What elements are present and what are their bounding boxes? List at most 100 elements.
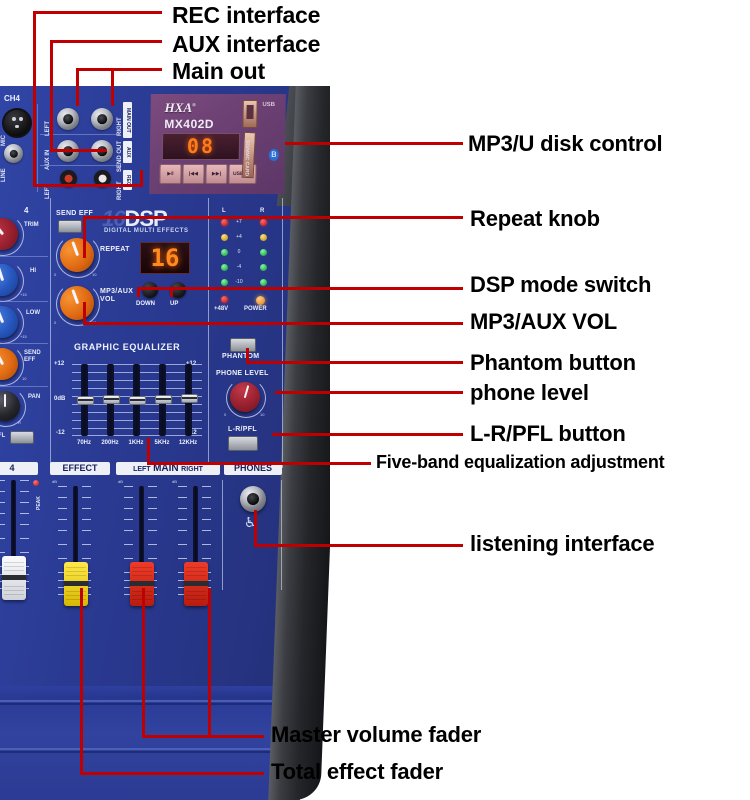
mic-label: MIC xyxy=(1,135,7,146)
eq-band-label-70hz: 70Hz xyxy=(76,440,91,446)
leader-repeat-h xyxy=(83,216,463,219)
eq-band-label-200hz: 200Hz xyxy=(101,440,119,446)
leader-dsp-v2 xyxy=(170,287,173,297)
pfl-button[interactable] xyxy=(10,431,34,444)
leader-phantom-v xyxy=(246,348,249,362)
fader-bank: 4 PEAK EFFECT dB xyxy=(0,462,290,692)
led-level-meter: L R +7 +4 0 -4 -10 +48V POWER xyxy=(214,208,267,312)
led-left-0 xyxy=(221,249,228,256)
peak-label: PEAK xyxy=(36,496,42,510)
sd-card-label: SD/MMC CARD xyxy=(243,140,251,177)
fader-head-phones: PHONES xyxy=(224,462,282,475)
low-max-tick: +15 xyxy=(20,334,27,339)
leader-eq-v xyxy=(147,438,150,464)
power-led-label: POWER xyxy=(244,306,267,312)
console-front-lip xyxy=(0,686,300,800)
lr-pfl-button[interactable] xyxy=(228,436,258,451)
send-eff-switch[interactable] xyxy=(58,220,82,233)
usb-port[interactable] xyxy=(242,100,258,128)
pfl-label: PFL xyxy=(0,433,6,439)
leader-master-v2 xyxy=(208,588,211,736)
hi-label: HI xyxy=(30,268,36,274)
leader-master-v1 xyxy=(142,588,145,736)
aux-in-label: AUX IN xyxy=(45,149,51,170)
dsp-effects-section: 16DSP DIGITAL MULTI EFFECTS SEND EFF 0 1… xyxy=(52,204,207,339)
send-eff-label: SEND EFF xyxy=(24,350,41,363)
led-right-m4 xyxy=(260,264,267,271)
leader-aux-h2 xyxy=(50,149,107,152)
xlr-mic-input[interactable] xyxy=(2,108,32,138)
fader-head-channel-4: 4 xyxy=(0,462,38,475)
leader-eq-h xyxy=(147,462,371,465)
repeat-knob-label: REPEAT xyxy=(100,246,130,253)
eq-mid-scale: 0dB xyxy=(54,396,66,402)
label-listening-interface: listening interface xyxy=(470,531,655,556)
fader-head-effect: EFFECT xyxy=(50,462,110,475)
usb-icon: USB xyxy=(262,102,276,108)
low-label: LOW xyxy=(26,310,40,316)
eq-slider-200hz[interactable] xyxy=(103,395,120,404)
send-eff-switch-label: SEND EFF xyxy=(56,210,94,217)
pan-right-tick: R xyxy=(18,420,21,425)
line-input-jack[interactable] xyxy=(4,144,23,163)
rec-left-rca[interactable] xyxy=(60,170,77,187)
brand-logo: HXA® xyxy=(164,100,196,115)
power-led xyxy=(256,296,265,305)
next-button[interactable]: ▶▶| xyxy=(205,164,228,184)
led-left-4 xyxy=(221,234,228,241)
effect-master-fader[interactable] xyxy=(64,562,88,606)
label-phantom-button: Phantom button xyxy=(470,350,636,375)
mp3-aux-vol-label: MP3/AUX VOL xyxy=(100,288,134,303)
channel-strip-4: 4 TRIM HI +15 LOW +15 SEND EFF 10 PAN L … xyxy=(0,206,52,456)
main-right-fader[interactable] xyxy=(184,562,208,606)
phantom-power-button[interactable] xyxy=(230,338,256,352)
rec-group-label: REC xyxy=(123,170,132,190)
pan-label: PAN xyxy=(28,394,41,400)
headphone-jack[interactable] xyxy=(240,486,266,512)
mp3-segment-display: 08 xyxy=(161,133,241,160)
leader-phone-level-h xyxy=(275,391,463,394)
led-right-4 xyxy=(260,234,267,241)
eq-slider-1khz[interactable] xyxy=(129,396,146,405)
main-out-right-jack[interactable] xyxy=(91,108,113,130)
leader-lrpfl-h xyxy=(272,433,463,436)
meter-left-label: L xyxy=(222,208,226,214)
label-master-volume-fader: Master volume fader xyxy=(271,722,482,747)
eq-slider-70hz[interactable] xyxy=(77,396,94,405)
leader-rec-h xyxy=(33,11,162,14)
leader-aux-v xyxy=(50,40,53,152)
leader-rec-h2 xyxy=(33,184,143,187)
previous-button[interactable]: |◀◀ xyxy=(182,164,205,184)
dsp-down-button[interactable] xyxy=(142,282,158,298)
leader-dsp-v1 xyxy=(137,287,140,297)
play-pause-button[interactable]: ▶‖ xyxy=(159,164,182,184)
dsp-up-label: UP xyxy=(170,301,179,307)
dsp-tagline: DIGITAL MULTI EFFECTS xyxy=(104,228,189,234)
leader-main-h xyxy=(76,68,162,71)
leader-total-effect-v xyxy=(80,588,83,774)
mp3-usb-module[interactable]: HXA® MX402D 08 ▶‖ |◀◀ ▶▶| USB/SD USB SD/… xyxy=(149,94,286,194)
dsp-up-button[interactable] xyxy=(170,282,186,298)
main-out-left-jack[interactable] xyxy=(57,108,79,130)
trim-label: TRIM xyxy=(24,222,39,228)
led-left-7 xyxy=(221,219,228,226)
label-dsp-mode-switch: DSP mode switch xyxy=(470,272,652,297)
send-eff-max-tick: 10 xyxy=(22,376,27,381)
leader-aux-h xyxy=(50,40,162,43)
led-right-0 xyxy=(260,249,267,256)
eq-slider-5khz[interactable] xyxy=(155,395,172,404)
eq-band-label-5khz: 5KHz xyxy=(154,440,170,446)
peak-led-channel-4 xyxy=(33,480,39,486)
master-control-section: PHANTOM PHONE LEVEL 0 10 L-R/PFL xyxy=(212,336,286,462)
eq-bottom-scale-right: -12 xyxy=(188,430,197,436)
leader-aux-vol-v xyxy=(83,302,86,324)
leader-rec-v2 xyxy=(140,170,143,186)
channel-4-fader[interactable] xyxy=(2,556,26,600)
rec-right-rca[interactable] xyxy=(94,170,111,187)
eq-slider-12khz[interactable] xyxy=(181,394,198,403)
led-right-7 xyxy=(260,219,267,226)
leader-listening-h xyxy=(254,544,463,547)
graphic-equalizer: GRAPHIC EQUALIZER +12 +12 0dB 0dB -12 -1… xyxy=(52,342,207,462)
label-mp3-aux-vol: MP3/AUX VOL xyxy=(470,309,617,334)
fader-head-main: LEFT MAIN RIGHT xyxy=(116,462,220,475)
